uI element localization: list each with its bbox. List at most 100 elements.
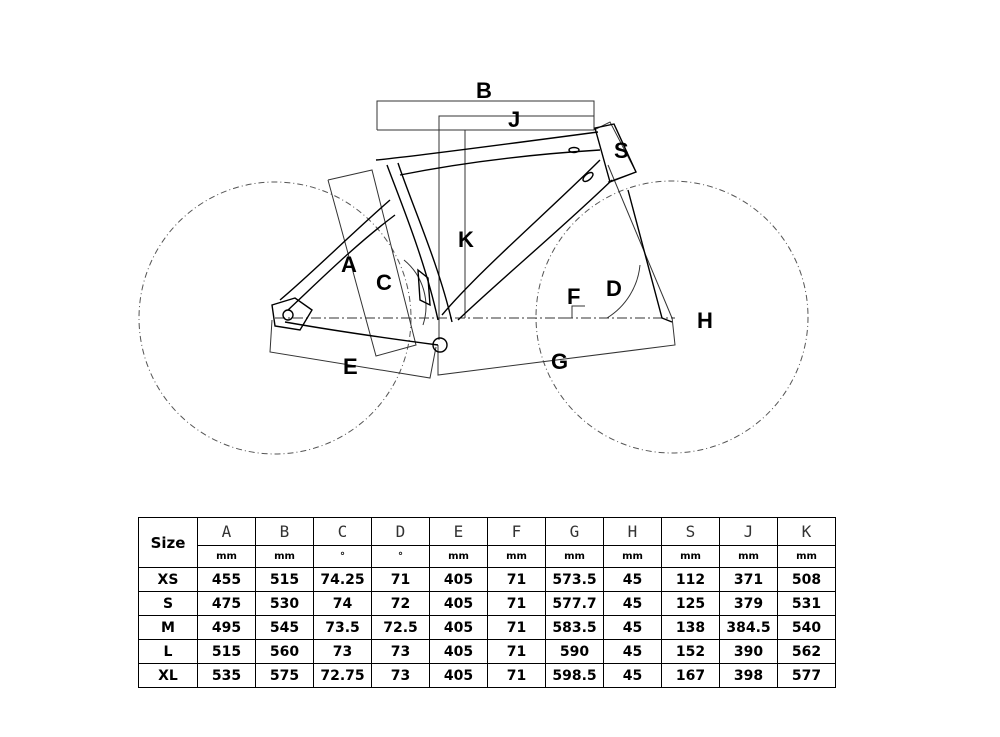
column-unit: mm: [429, 545, 488, 568]
size-cell: XL: [138, 663, 198, 688]
value-cell: 475: [197, 591, 256, 616]
value-cell: 405: [429, 567, 488, 592]
value-cell: 138: [661, 615, 720, 640]
column-unit: °: [313, 545, 372, 568]
value-cell: 577: [777, 663, 836, 688]
value-cell: 515: [255, 567, 314, 592]
value-cell: 71: [487, 567, 546, 592]
value-cell: 590: [545, 639, 604, 664]
value-cell: 379: [719, 591, 778, 616]
column-letter: H: [603, 517, 662, 546]
value-cell: 45: [603, 567, 662, 592]
value-cell: 71: [487, 591, 546, 616]
column-letter: C: [313, 517, 372, 546]
column-unit: mm: [545, 545, 604, 568]
value-cell: 71: [487, 639, 546, 664]
column-unit: mm: [487, 545, 546, 568]
value-cell: 73.5: [313, 615, 372, 640]
size-cell: S: [138, 591, 198, 616]
label-a: A: [341, 252, 357, 277]
column-letter: E: [429, 517, 488, 546]
column-unit: mm: [777, 545, 836, 568]
value-cell: 562: [777, 639, 836, 664]
label-h: H: [697, 308, 713, 333]
column-letter: F: [487, 517, 546, 546]
label-f: F: [567, 284, 580, 309]
value-cell: 45: [603, 591, 662, 616]
value-cell: 598.5: [545, 663, 604, 688]
table-row: XS 455 515 74.25 71 405 71 573.5 45 112 …: [138, 567, 836, 592]
value-cell: 74.25: [313, 567, 372, 592]
column-unit: mm: [255, 545, 314, 568]
size-header: Size: [138, 517, 198, 568]
value-cell: 71: [487, 663, 546, 688]
size-cell: XS: [138, 567, 198, 592]
value-cell: 152: [661, 639, 720, 664]
size-cell: M: [138, 615, 198, 640]
value-cell: 535: [197, 663, 256, 688]
value-cell: 398: [719, 663, 778, 688]
label-k: K: [458, 227, 474, 252]
column-letter: B: [255, 517, 314, 546]
value-cell: 384.5: [719, 615, 778, 640]
value-cell: 515: [197, 639, 256, 664]
geometry-table: Size A B C D E F G H S J K mm mm ° ° mm …: [138, 517, 836, 688]
value-cell: 577.7: [545, 591, 604, 616]
value-cell: 573.5: [545, 567, 604, 592]
letter-header-row: Size A B C D E F G H S J K: [138, 517, 836, 568]
value-cell: 560: [255, 639, 314, 664]
value-cell: 405: [429, 591, 488, 616]
table-row: L 515 560 73 73 405 71 590 45 152 390 56…: [138, 639, 836, 664]
bike-frame: [271, 123, 673, 353]
value-cell: 112: [661, 567, 720, 592]
dimension-labels: B J S K A C D F H E G: [341, 78, 713, 379]
column-unit: mm: [603, 545, 662, 568]
column-unit: mm: [719, 545, 778, 568]
value-cell: 167: [661, 663, 720, 688]
value-cell: 545: [255, 615, 314, 640]
column-unit: mm: [197, 545, 256, 568]
table-row: M 495 545 73.5 72.5 405 71 583.5 45 138 …: [138, 615, 836, 640]
value-cell: 531: [777, 591, 836, 616]
value-cell: 45: [603, 639, 662, 664]
label-c: C: [376, 270, 392, 295]
value-cell: 455: [197, 567, 256, 592]
front-wheel: [535, 180, 809, 454]
unit-header-row: mm mm ° ° mm mm mm mm mm mm mm: [139, 545, 836, 568]
table-row: XL 535 575 72.75 73 405 71 598.5 45 167 …: [138, 663, 836, 688]
value-cell: 583.5: [545, 615, 604, 640]
value-cell: 508: [777, 567, 836, 592]
value-cell: 530: [255, 591, 314, 616]
value-cell: 405: [429, 639, 488, 664]
value-cell: 540: [777, 615, 836, 640]
value-cell: 72: [371, 591, 430, 616]
value-cell: 71: [371, 567, 430, 592]
value-cell: 575: [255, 663, 314, 688]
label-d: D: [606, 276, 622, 301]
value-cell: 73: [371, 663, 430, 688]
value-cell: 495: [197, 615, 256, 640]
column-letter: A: [197, 517, 256, 546]
label-s: S: [614, 138, 629, 163]
value-cell: 405: [429, 663, 488, 688]
label-e: E: [343, 354, 358, 379]
value-cell: 72.5: [371, 615, 430, 640]
label-b: B: [476, 78, 492, 103]
value-cell: 71: [487, 615, 546, 640]
value-cell: 73: [371, 639, 430, 664]
column-unit: mm: [661, 545, 720, 568]
value-cell: 45: [603, 663, 662, 688]
column-letter: D: [371, 517, 430, 546]
value-cell: 72.75: [313, 663, 372, 688]
column-letter: K: [777, 517, 836, 546]
size-cell: L: [138, 639, 198, 664]
bike-frame-geometry-diagram: B J S K A C D F H E G: [138, 78, 809, 455]
value-cell: 405: [429, 615, 488, 640]
label-j: J: [508, 107, 520, 132]
dimension-lines: [269, 100, 676, 379]
column-letter: G: [545, 517, 604, 546]
value-cell: 125: [661, 591, 720, 616]
column-letter: J: [719, 517, 778, 546]
column-letter: S: [661, 517, 720, 546]
value-cell: 74: [313, 591, 372, 616]
